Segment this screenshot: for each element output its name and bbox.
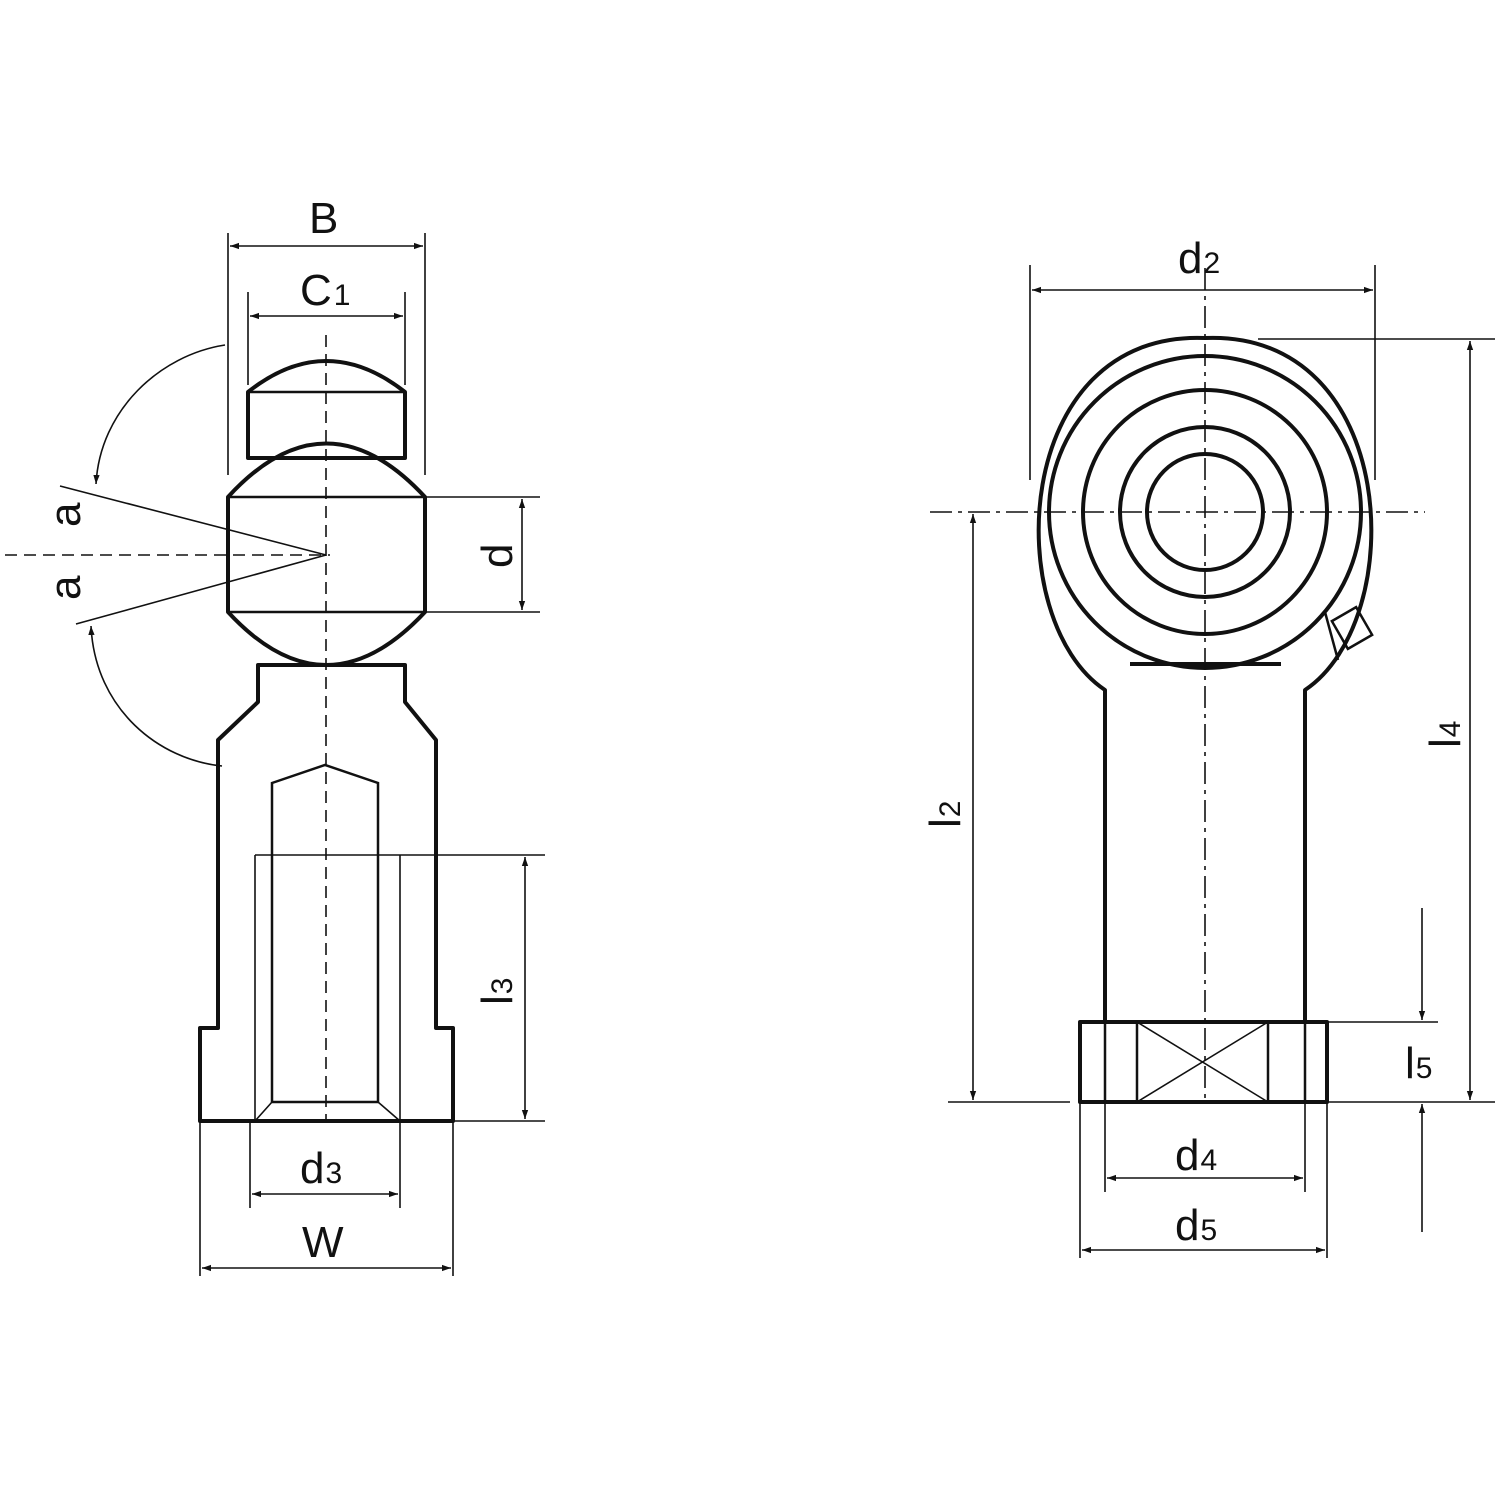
dimension-l4: l4 bbox=[1421, 721, 1470, 748]
dimension-W: W bbox=[302, 1218, 344, 1267]
dimension-d4: d4 bbox=[1175, 1131, 1217, 1180]
dimension-d: d bbox=[473, 544, 522, 568]
dimension-d5: d5 bbox=[1175, 1201, 1217, 1250]
section-view: a a B C1 d l3 d3 W bbox=[5, 194, 545, 1276]
hex-nut bbox=[1078, 1020, 1329, 1104]
angle-label-lower: a bbox=[41, 575, 90, 600]
dimension-l2: l2 bbox=[921, 801, 970, 828]
dimension-l5: l5 bbox=[1405, 1039, 1432, 1088]
grease-nipple bbox=[1330, 605, 1374, 651]
angle-label-upper: a bbox=[41, 502, 90, 527]
front-view: d2 l4 l2 l5 d4 d5 bbox=[921, 234, 1495, 1258]
dimension-d3: d3 bbox=[300, 1144, 342, 1193]
dimension-C1: C1 bbox=[300, 266, 350, 315]
dimension-B: B bbox=[309, 194, 338, 243]
dimension-l3: l3 bbox=[473, 978, 522, 1005]
dimension-d2: d2 bbox=[1178, 234, 1220, 283]
threaded-bore bbox=[270, 763, 380, 1104]
